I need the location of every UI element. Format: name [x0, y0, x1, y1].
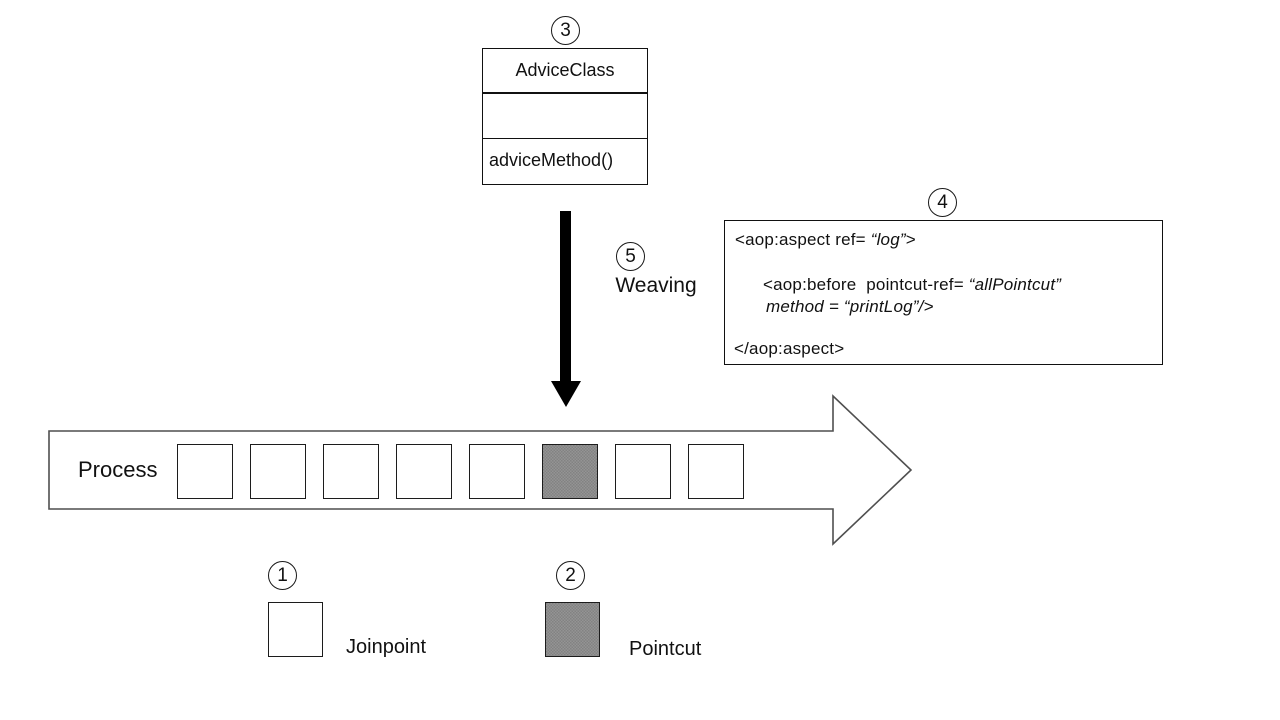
advice-class-method: adviceMethod()	[489, 149, 614, 170]
code-line-aspect-close: </aop:aspect>	[734, 339, 844, 359]
code-line-method: method = “printLog”/>	[766, 297, 934, 317]
process-slots	[177, 444, 744, 499]
code-line-aspect-open: <aop:aspect ref= “log”>	[735, 230, 916, 250]
code-text-italic: “log”	[870, 230, 906, 249]
process-label: Process	[78, 457, 158, 482]
code-text: <aop:aspect ref=	[735, 230, 871, 249]
joinpoint-slot	[177, 444, 233, 499]
advice-class-name: AdviceClass	[483, 49, 647, 94]
advice-class-box: AdviceClass adviceMethod()	[482, 48, 648, 185]
code-text: >	[905, 230, 916, 249]
joinpoint-slot	[615, 444, 671, 499]
weaving-label: Weaving	[615, 274, 697, 297]
marker-1-joinpoint: 1	[268, 561, 297, 590]
marker-5-weaving: 5	[616, 242, 645, 271]
joinpoint-slot	[396, 444, 452, 499]
advice-class-attributes	[483, 94, 647, 139]
legend-joinpoint-label: Joinpoint	[346, 636, 427, 658]
code-text: </aop:aspect>	[734, 339, 845, 358]
code-line-before: <aop:before pointcut-ref= “allPointcut”	[763, 275, 1061, 295]
joinpoint-slot	[250, 444, 306, 499]
marker-4-aspect-xml: 4	[928, 188, 957, 217]
weaving-arrow-shaft	[560, 211, 571, 381]
marker-3-advice-class: 3	[551, 16, 580, 45]
code-text: <aop:before pointcut-ref=	[763, 275, 969, 294]
joinpoint-slot	[688, 444, 744, 499]
weaving-arrow-head-icon	[551, 381, 581, 407]
aop-aspect-code-box: <aop:aspect ref= “log”> <aop:before poin…	[724, 220, 1163, 365]
joinpoint-slot	[469, 444, 525, 499]
joinpoint-slot	[323, 444, 379, 499]
legend-pointcut-swatch	[545, 602, 600, 657]
pointcut-slot	[542, 444, 598, 499]
code-text-italic: method = “printLog”/>	[766, 297, 934, 316]
legend-pointcut-label: Pointcut	[629, 638, 702, 660]
code-text-italic: “allPointcut”	[968, 275, 1062, 294]
legend-joinpoint-swatch	[268, 602, 323, 657]
marker-2-pointcut: 2	[556, 561, 585, 590]
